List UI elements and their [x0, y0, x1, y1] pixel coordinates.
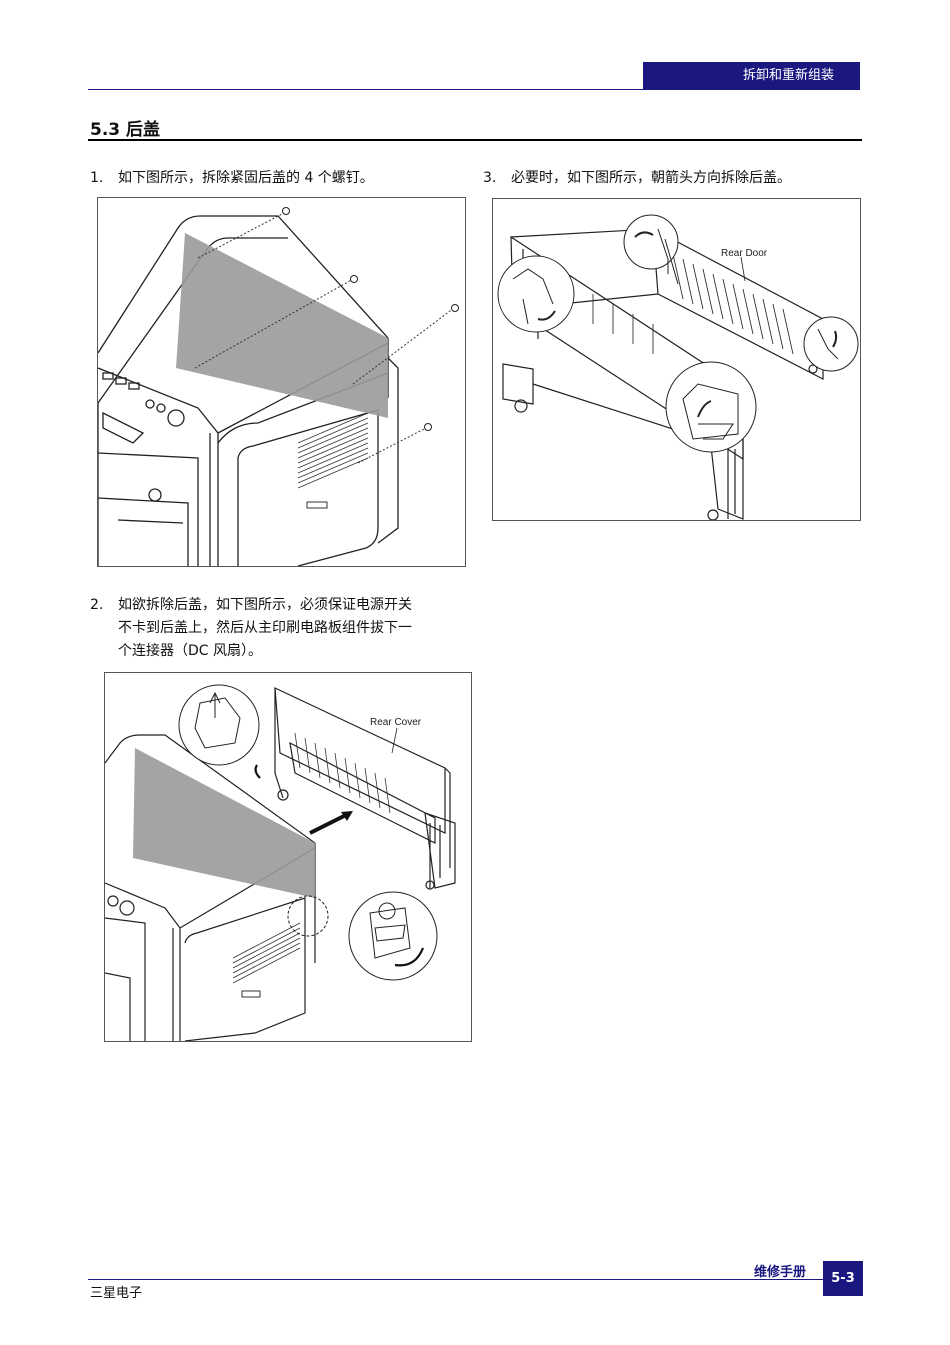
figure-rear-door: Rear Door: [492, 198, 861, 521]
footer-rule: [88, 1279, 823, 1280]
figure-rear-cover: Rear Cover: [104, 672, 472, 1042]
step-text: 如下图所示，拆除紧固后盖的 4 个螺钉。: [118, 170, 374, 186]
step-text: 必要时，如下图所示，朝箭头方向拆除后盖。: [511, 170, 791, 186]
section-rule: [88, 139, 862, 141]
step-text: 如欲拆除后盖，如下图所示，必须保证电源开关: [118, 597, 412, 613]
step-2-line-2: 不卡到后盖上，然后从主印刷电路板组件拔下一: [118, 620, 412, 636]
rear-cover-label: Rear Cover: [370, 717, 422, 728]
printer-screws-illustration: [98, 207, 459, 566]
footer-company: 三星电子: [90, 1286, 143, 1301]
page-number: 5-3: [823, 1261, 863, 1296]
footer-manual-title: 维修手册: [754, 1265, 807, 1280]
step-3: 3. 必要时，如下图所示，朝箭头方向拆除后盖。: [483, 167, 791, 190]
step-1: 1. 如下图所示，拆除紧固后盖的 4 个螺钉。: [90, 167, 374, 190]
step-number: 1.: [90, 170, 104, 186]
step-2: 2. 如欲拆除后盖，如下图所示，必须保证电源开关: [90, 594, 412, 617]
rear-door-label: Rear Door: [721, 248, 768, 259]
header-rule: [88, 89, 860, 90]
rear-cover-illustration: Rear Cover: [105, 684, 456, 1041]
section-title: 5.3 后盖: [90, 120, 161, 140]
rear-door-illustration: Rear Door: [497, 214, 859, 520]
section-tab: 拆卸和重新组装: [643, 62, 860, 90]
step-number: 2.: [90, 597, 104, 613]
step-2-line-3: 个连接器（DC 风扇）。: [118, 643, 263, 659]
step-number: 3.: [483, 170, 497, 186]
figure-screws: [97, 197, 466, 567]
